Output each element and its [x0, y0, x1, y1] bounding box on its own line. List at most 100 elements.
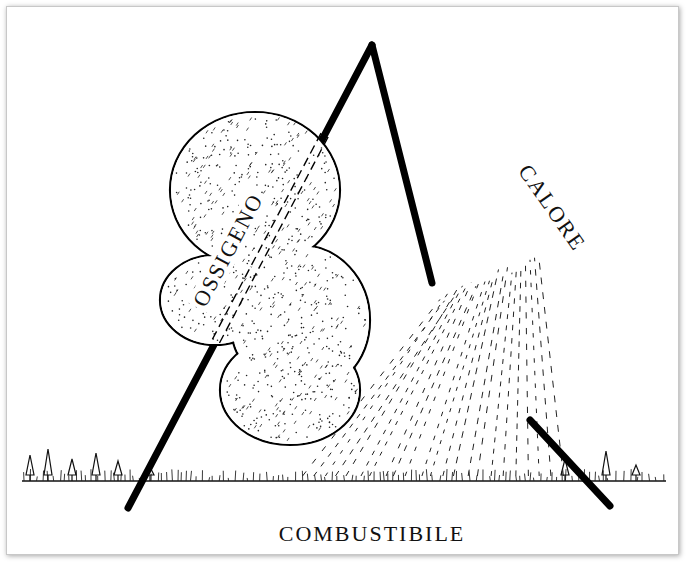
cloud-stipple: [287, 122, 289, 125]
cloud-stipple: [229, 120, 231, 123]
cloud-stipple: [282, 189, 284, 192]
cloud-stipple: [243, 425, 245, 427]
cloud-stipple: [265, 247, 267, 249]
grass-blade: [655, 477, 657, 481]
cloud-stipple: [256, 291, 258, 293]
grass-blade: [637, 477, 639, 481]
cloud-stipple: [268, 348, 270, 351]
cloud-fill: [221, 336, 359, 444]
cloud-stipple: [248, 176, 250, 179]
cloud-stipple: [205, 191, 207, 194]
cloud-stipple: [258, 302, 260, 305]
cloud-stipple: [269, 170, 271, 173]
grass-blade: [273, 476, 274, 481]
cloud-stipple: [325, 267, 327, 269]
cloud-stipple: [306, 254, 308, 257]
cloud-stipple: [283, 249, 285, 251]
cloud-stipple: [239, 410, 241, 412]
cloud-stipple: [287, 373, 289, 375]
cloud-stipple: [285, 204, 287, 207]
cloud-stipple: [283, 411, 285, 414]
cloud-stipple: [188, 224, 190, 226]
cloud-stipple: [253, 385, 255, 387]
cloud-stipple: [347, 372, 349, 375]
cloud-stipple: [210, 316, 212, 318]
cloud-stipple: [332, 413, 334, 415]
cloud-stipple: [288, 132, 290, 134]
heat-ray: [370, 285, 467, 476]
cloud-stipple: [204, 316, 206, 318]
cloud-stipple: [250, 145, 252, 147]
cloud-stipple: [341, 321, 343, 324]
cloud-stipple: [227, 335, 229, 337]
grass-blade: [81, 471, 83, 481]
cloud-stipple: [318, 274, 320, 277]
cloud-stipple: [290, 211, 292, 213]
cloud-stipple: [356, 389, 358, 392]
cloud-stipple: [301, 323, 303, 325]
grass-blade: [595, 472, 596, 481]
cloud-stipple: [318, 421, 320, 423]
cloud-stipple: [304, 383, 306, 385]
cloud-stipple: [312, 326, 314, 329]
cloud-stipple: [314, 187, 316, 190]
cloud-stipple: [300, 341, 302, 344]
cloud-stipple: [327, 418, 329, 420]
cloud-stipple: [301, 399, 303, 401]
cloud-stipple: [244, 278, 246, 281]
cloud-stipple: [239, 397, 241, 399]
cloud-stipple: [326, 346, 328, 348]
cloud-stipple: [229, 328, 231, 330]
cloud-stipple: [333, 380, 335, 382]
cloud-stipple: [212, 144, 214, 147]
cloud-stipple: [276, 239, 278, 242]
cloud-stipple: [310, 411, 312, 414]
cloud-stipple: [234, 408, 236, 411]
cloud-stipple: [212, 201, 214, 204]
cloud-stipple: [364, 319, 366, 321]
cloud-stipple: [201, 165, 203, 168]
cloud-stipple: [232, 296, 234, 298]
cloud-stipple: [248, 154, 250, 156]
grass-blade: [166, 472, 167, 481]
cloud-stipple: [256, 176, 258, 178]
cloud-stipple: [241, 290, 243, 293]
cloud-stipple: [329, 215, 331, 217]
heat-ray: [361, 286, 463, 476]
cloud-stipple: [311, 314, 313, 316]
tree: [602, 451, 610, 481]
cloud-stipple: [325, 365, 327, 368]
cloud-stipple: [295, 384, 297, 386]
cloud-stipple: [261, 416, 263, 418]
cloud-stipple: [335, 426, 337, 428]
cloud-stipple: [184, 316, 186, 318]
cloud-stipple: [270, 436, 272, 438]
cloud-stipple: [279, 379, 281, 382]
cloud-stipple: [319, 414, 321, 416]
cloud-stipple: [267, 384, 269, 386]
cloud-stipple: [302, 412, 304, 415]
cloud-stipple: [205, 232, 207, 234]
cloud-stipple: [289, 303, 291, 306]
grass-blade: [85, 475, 86, 481]
cloud-stipple: [290, 399, 292, 401]
cloud-stipple: [314, 300, 316, 303]
cloud-stipple: [283, 412, 285, 415]
cloud-stipple: [259, 372, 261, 374]
cloud-stipple: [320, 287, 322, 290]
cloud-stipple: [267, 331, 269, 333]
cloud-stipple: [283, 348, 285, 351]
cloud-stipple: [294, 193, 296, 195]
cloud-stipple: [277, 117, 279, 120]
tree: [632, 465, 640, 481]
cloud-stipple: [238, 181, 240, 183]
cloud-stipple: [305, 409, 307, 411]
cloud-stipple: [208, 209, 210, 211]
cloud-stipple: [229, 177, 231, 180]
cloud-stipple: [283, 429, 285, 432]
cloud-stipple: [236, 394, 238, 396]
cloud-stipple: [266, 137, 268, 139]
cloud-stipple: [311, 236, 313, 238]
cloud-stipple: [308, 425, 310, 428]
cloud-stipple: [279, 410, 281, 412]
